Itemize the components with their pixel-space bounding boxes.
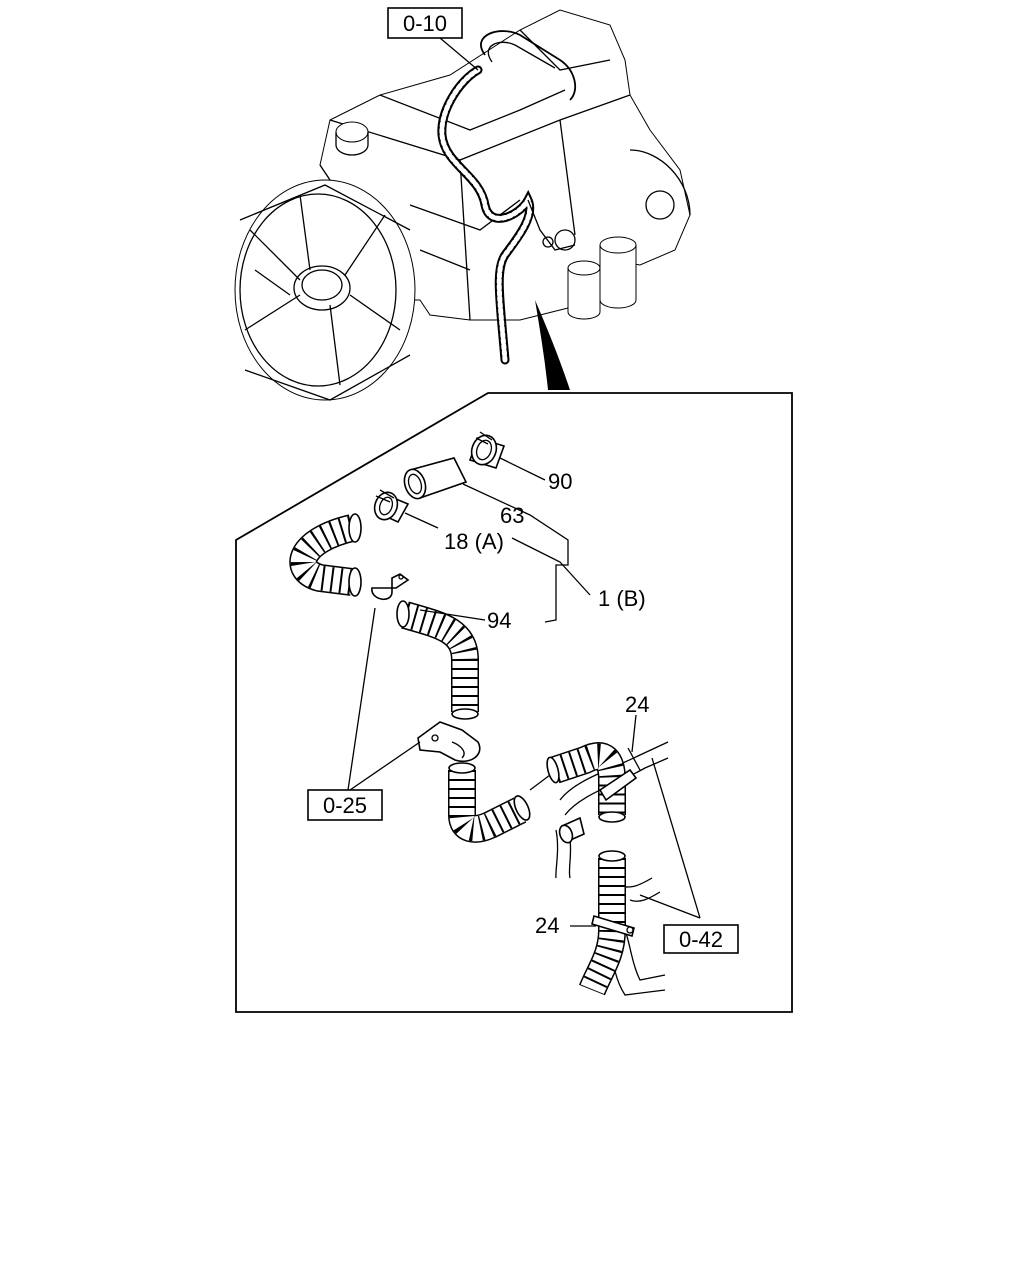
clip-24-top[interactable] — [598, 747, 641, 802]
callout-0-42[interactable]: 0-42 — [663, 924, 739, 954]
corrugated-tube-94[interactable] — [396, 600, 479, 720]
corrugated-tube-lower[interactable] — [448, 762, 533, 843]
clamp-18[interactable] — [371, 489, 410, 524]
corrugated-tube-upper[interactable] — [289, 513, 362, 597]
hose-clip[interactable] — [371, 573, 410, 600]
bracket-plate[interactable] — [417, 721, 481, 762]
callout-0-25[interactable]: 0-25 — [307, 789, 383, 821]
clip-24-bottom[interactable] — [591, 914, 635, 938]
leader-lines — [347, 457, 701, 927]
part-label-24-top: 24 — [625, 692, 649, 717]
detail-panel — [235, 392, 793, 1013]
sensor-cylinder[interactable] — [557, 816, 585, 845]
part-label-18a: 18 (A) — [444, 529, 504, 554]
engine-illustration — [234, 9, 691, 401]
detail-pointer-arrow — [535, 300, 570, 390]
part-label-63: 63 — [500, 503, 524, 528]
part-label-24-bottom: 24 — [535, 913, 559, 938]
ref-label-0-25: 0-25 — [323, 793, 367, 818]
part-label-94: 94 — [487, 608, 511, 633]
clamp-90[interactable] — [468, 431, 506, 469]
ref-label-0-10: 0-10 — [403, 11, 447, 36]
callout-0-10[interactable]: 0-10 — [387, 7, 479, 71]
part-label-90: 90 — [548, 469, 572, 494]
connection-line — [529, 774, 551, 791]
part-label-1b: 1 (B) — [598, 586, 646, 611]
tube-63[interactable] — [401, 457, 468, 501]
corrugated-tube-right[interactable] — [545, 742, 626, 823]
ref-label-0-42: 0-42 — [679, 927, 723, 952]
